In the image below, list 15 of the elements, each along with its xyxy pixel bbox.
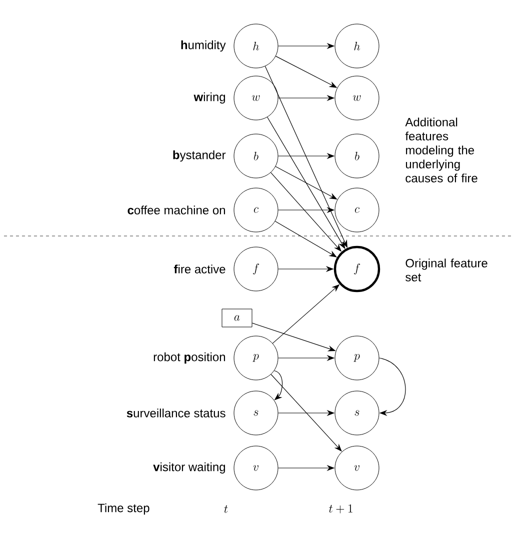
axis-label: Time step — [98, 503, 150, 515]
variable-label: surveillance status — [126, 408, 226, 418]
action-box: $a$ — [222, 308, 252, 328]
annotation-text: Additional features modeling the underlying causes of fire — [405, 118, 478, 182]
arrow — [378, 358, 406, 416]
time-label: $t+1$ — [328, 504, 352, 514]
variable-label: fire active — [174, 264, 226, 274]
time-label: $t$ — [224, 505, 228, 513]
variable-label: bystander — [173, 150, 226, 162]
annotation-text: Original feature set — [406, 258, 488, 282]
variable-label: coffee machine on — [128, 206, 225, 214]
variable-label: humidity — [181, 40, 226, 52]
variable-label: wiring — [194, 92, 225, 104]
variable-label: visitor waiting — [153, 462, 225, 474]
variable-label: robot position — [154, 352, 226, 364]
